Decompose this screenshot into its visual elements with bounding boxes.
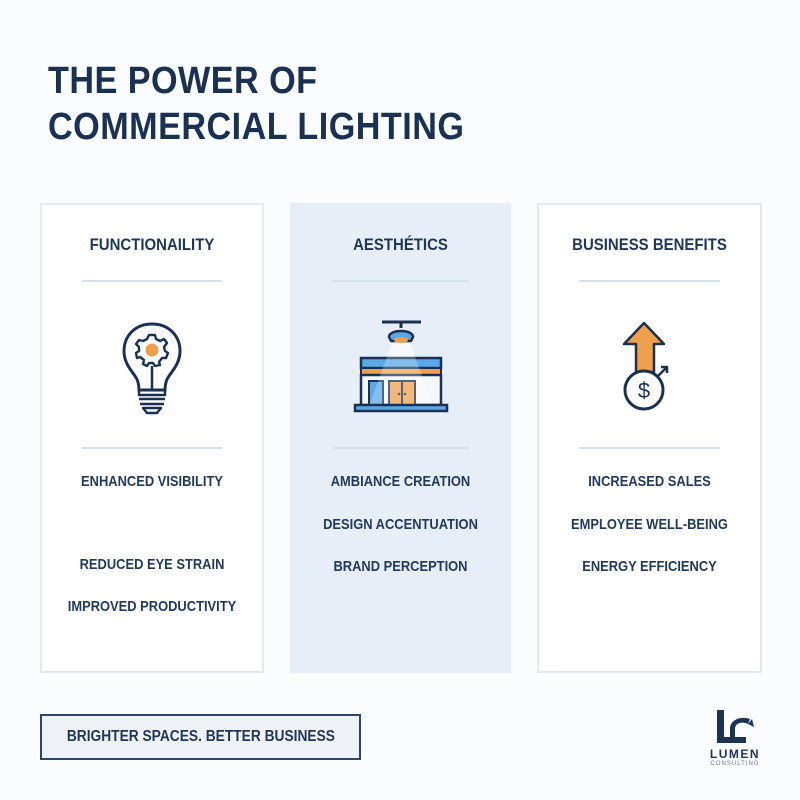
benefit-item: AMBIANCE CREATION [330,473,471,490]
logo-name: LUMEN [709,747,761,761]
page-title: THE POWER OF COMMERCIAL LIGHTING [48,58,464,150]
divider [332,280,469,282]
divider [579,280,720,282]
benefit-item: INCREASED SALES [588,473,711,490]
card-aesthetics: AESTHÉTICS AMBIANCE CREATION DESIGN ACCE… [290,203,511,673]
divider [579,447,720,449]
lightbulb-gear-icon [120,320,184,421]
tagline-banner: BRIGHTER SPACES. BETTER BUSINESS [40,714,361,760]
divider [332,447,469,449]
card-title: AESTHÉTICS [353,235,448,254]
dollar-growth-arrow-icon: $ [620,318,680,419]
card-business-benefits: BUSINESS BENEFITS $ INCREASED SALES EMPL… [537,203,762,673]
title-line-2: COMMERCIAL LIGHTING [48,106,465,148]
benefit-item: BRAND PERCEPTION [333,558,468,575]
title-line-1: THE POWER OF [48,60,318,102]
benefit-item: IMPROVED PRODUCTIVITY [67,598,237,615]
benefit-item: REDUCED EYE STRAIN [79,556,225,573]
card-functionality: FUNCTIONAILITY ENHANCED VISIBILITY REDUC… [40,203,264,673]
benefit-item: EMPLOYEE WELL-BEING [571,516,728,533]
benefit-item: ENHANCED VISIBILITY [81,473,223,490]
benefit-item: DESIGN ACCENTUATION [323,516,478,533]
svg-text:$: $ [637,378,649,403]
logo-subtitle: CONSULTING [710,761,760,767]
card-title: FUNCTIONAILITY [89,235,215,254]
divider [82,280,222,282]
lc-monogram-icon [717,710,754,743]
benefit-item: ENERGY EFFICIENCY [582,558,717,575]
card-title: BUSINESS BENEFITS [572,235,727,254]
company-logo: LUMEN CONSULTING [700,707,770,773]
tagline-text: BRIGHTER SPACES. BETTER BUSINESS [66,728,335,745]
divider [82,447,222,449]
storefront-spotlight-icon [349,315,453,420]
